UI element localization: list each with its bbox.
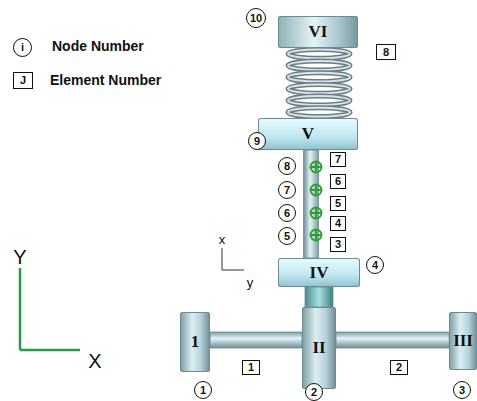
spring <box>288 49 350 116</box>
node-number: 2 <box>305 383 323 401</box>
node-number: i <box>13 38 32 57</box>
element-number: 1 <box>242 360 260 375</box>
rotor-disk: VI <box>278 16 358 48</box>
disk-label: VI <box>309 22 328 42</box>
marker-cross <box>311 162 322 241</box>
element-number: 6 <box>330 174 346 189</box>
local-axes <box>222 248 244 270</box>
node-number: 7 <box>278 181 296 199</box>
axis-label: y <box>244 275 256 289</box>
local-x-axis <box>222 248 223 270</box>
disk-label: III <box>453 331 473 351</box>
element-number: 5 <box>330 196 346 211</box>
node-number: 1 <box>194 381 212 399</box>
node-number: 9 <box>248 132 266 150</box>
shaft <box>305 287 333 307</box>
rotor-disk: III <box>449 312 477 370</box>
legend-text: Element Number <box>50 72 161 88</box>
node-number: 6 <box>278 204 296 222</box>
y-axis <box>19 268 22 350</box>
rotor-disk: II <box>302 307 336 389</box>
element-number: J <box>13 72 33 89</box>
element-number: 8 <box>376 44 396 60</box>
disk-label: II <box>312 338 325 358</box>
node-number: 10 <box>246 8 266 28</box>
x-axis <box>20 349 80 352</box>
legend-text: Node Number <box>52 38 144 54</box>
element-number: 7 <box>330 152 346 167</box>
rotor-disk: V <box>258 118 358 150</box>
disk-label: V <box>302 124 314 144</box>
shaft <box>336 332 449 348</box>
element-number: 2 <box>390 360 408 375</box>
node-number: 5 <box>278 227 296 245</box>
disk-label: 1 <box>191 332 200 352</box>
disk-label: IV <box>310 263 329 283</box>
element-number: 4 <box>330 216 346 231</box>
node-number: 3 <box>453 381 471 399</box>
axis-label: Y <box>11 246 29 268</box>
rotor-disk: IV <box>278 258 360 287</box>
local-y-axis <box>222 270 244 271</box>
axis-label: x <box>216 232 228 246</box>
element-number: 3 <box>330 237 346 252</box>
node-number: 8 <box>278 157 296 175</box>
axis-label: X <box>86 350 104 372</box>
shaft <box>210 332 302 348</box>
rotor-disk: 1 <box>180 312 210 372</box>
node-markers <box>311 162 322 241</box>
node-number: 4 <box>366 256 384 274</box>
axes <box>20 268 80 350</box>
